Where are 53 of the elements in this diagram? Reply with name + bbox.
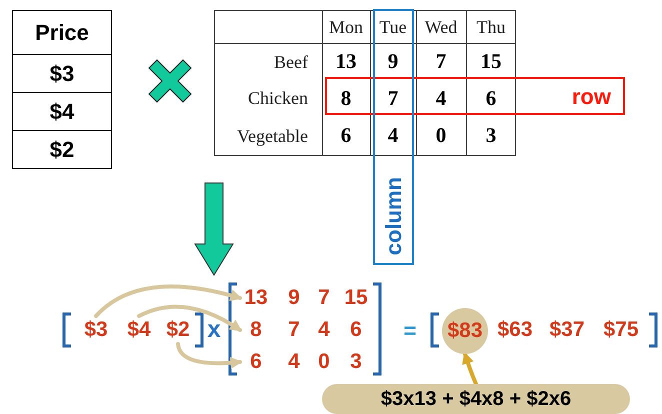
matrix-value: 6 [240, 348, 272, 376]
matrix-value: 4 [287, 349, 301, 376]
matrix-value: 8 [240, 316, 272, 344]
curved-arrow [137, 304, 242, 332]
table-value: 9 [386, 48, 400, 76]
result-value: $37 [548, 317, 586, 344]
table-value: 4 [386, 122, 400, 150]
matrix-value: 6 [349, 317, 363, 344]
column-header: Tue [378, 16, 408, 38]
box-label: row [572, 82, 611, 110]
vector-value: $3 [78, 316, 114, 344]
formula-bubble: $3x13 + $4x8 + $2x6 [322, 384, 630, 414]
matrix-value: 13 [240, 284, 272, 312]
matrix-value: 7 [317, 285, 331, 312]
curved-arrow [94, 284, 242, 318]
curved-arrow [462, 352, 478, 386]
result-value: $63 [496, 317, 534, 344]
table-value: 7 [386, 84, 400, 112]
matrix-value: 4 [317, 317, 331, 344]
table-value: 4 [434, 84, 448, 112]
table-value: 0 [434, 122, 448, 150]
vector-value: $4 [120, 316, 158, 344]
price-header: Price [12, 10, 112, 55]
column-header: Wed [424, 16, 458, 38]
row-header: Chicken [247, 87, 309, 110]
matrix-value: 15 [343, 285, 369, 312]
row-header: Beef [273, 50, 309, 74]
result-value: $75 [602, 317, 640, 344]
vector-value: $2 [160, 316, 196, 344]
multiply-sign: x [206, 316, 222, 344]
highlighted-result: $83 [442, 308, 488, 354]
curved-arrow [176, 342, 242, 369]
table-value: 7 [434, 48, 448, 76]
matrix-value: 3 [349, 349, 363, 376]
matrix-value: 9 [287, 285, 301, 312]
table-value: 6 [484, 84, 498, 112]
column-header: Thu [476, 16, 506, 38]
column-highlight-box [373, 9, 414, 265]
row-highlight-box [325, 77, 625, 115]
column-header: Mon [328, 16, 364, 38]
table-value: 8 [340, 84, 352, 112]
row-header: Vegetable [236, 124, 309, 148]
price-value: $2 [12, 131, 112, 169]
matrix-value: 7 [287, 317, 301, 344]
table-value: 3 [484, 122, 498, 150]
matrix-value: 0 [317, 349, 331, 376]
box-label: column [380, 176, 407, 255]
equals-sign: = [402, 316, 418, 344]
table-value: 15 [480, 48, 502, 76]
price-value: $4 [12, 93, 112, 131]
table-value: 13 [334, 48, 358, 76]
table-value: 6 [340, 122, 352, 150]
price-value: $3 [12, 55, 112, 93]
